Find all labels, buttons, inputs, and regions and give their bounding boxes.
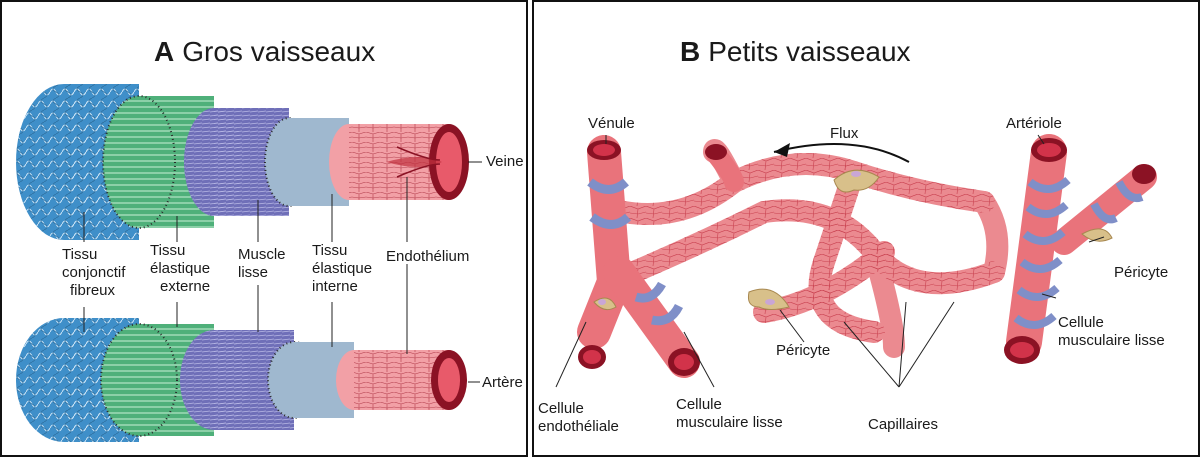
label-capillaires: Capillaires [868, 416, 938, 434]
label-cml-right-line1: Cellule [1058, 314, 1165, 332]
label-tei-line1: Tissu [312, 242, 372, 260]
label-muscle-line2: lisse [238, 264, 286, 282]
label-tissu-conjonctif-line3: fibreux [62, 282, 125, 300]
label-tissu-conjonctif: Tissu conjonctif fibreux [62, 246, 125, 300]
label-tissu-elastique-interne: Tissu élastique interne [312, 242, 372, 296]
label-muscle-line1: Muscle [238, 246, 286, 264]
label-venule: Vénule [588, 115, 635, 133]
label-tee-line1: Tissu [150, 242, 210, 260]
label-cml-right-line2: musculaire lisse [1058, 332, 1165, 350]
label-ce-line2: endothéliale [538, 418, 619, 436]
label-tei-line3: interne [312, 278, 372, 296]
label-tee-line2: élastique [150, 260, 210, 278]
label-cellule-musculaire-bottom: Cellule musculaire lisse [676, 396, 783, 432]
label-flux: Flux [830, 125, 858, 143]
label-endothelium: Endothélium [386, 248, 469, 266]
label-tissu-elastique-externe: Tissu élastique externe [150, 242, 210, 296]
label-tissu-conjonctif-line1: Tissu [62, 246, 125, 264]
label-artere: Artère [482, 374, 523, 392]
label-tissu-conjonctif-line2: conjonctif [62, 264, 125, 282]
label-ce-line1: Cellule [538, 400, 619, 418]
label-pericyte-right: Péricyte [1114, 264, 1168, 282]
label-pericyte-bottom: Péricyte [776, 342, 830, 360]
label-tee-line3: externe [150, 278, 210, 296]
small-vessels-illustration [534, 2, 1200, 459]
label-cml-bottom-line1: Cellule [676, 396, 783, 414]
label-tei-line2: élastique [312, 260, 372, 278]
label-cellule-endotheliale: Cellule endothéliale [538, 400, 619, 436]
large-vessels-illustration [2, 2, 530, 459]
artere-vessel [16, 318, 467, 442]
label-cml-bottom-line2: musculaire lisse [676, 414, 783, 432]
label-cellule-musculaire-right: Cellule musculaire lisse [1058, 314, 1165, 350]
label-veine: Veine [486, 153, 524, 171]
label-arteriole: Artériole [1006, 115, 1062, 133]
capillary-network [624, 150, 997, 347]
label-muscle-lisse: Muscle lisse [238, 246, 286, 282]
